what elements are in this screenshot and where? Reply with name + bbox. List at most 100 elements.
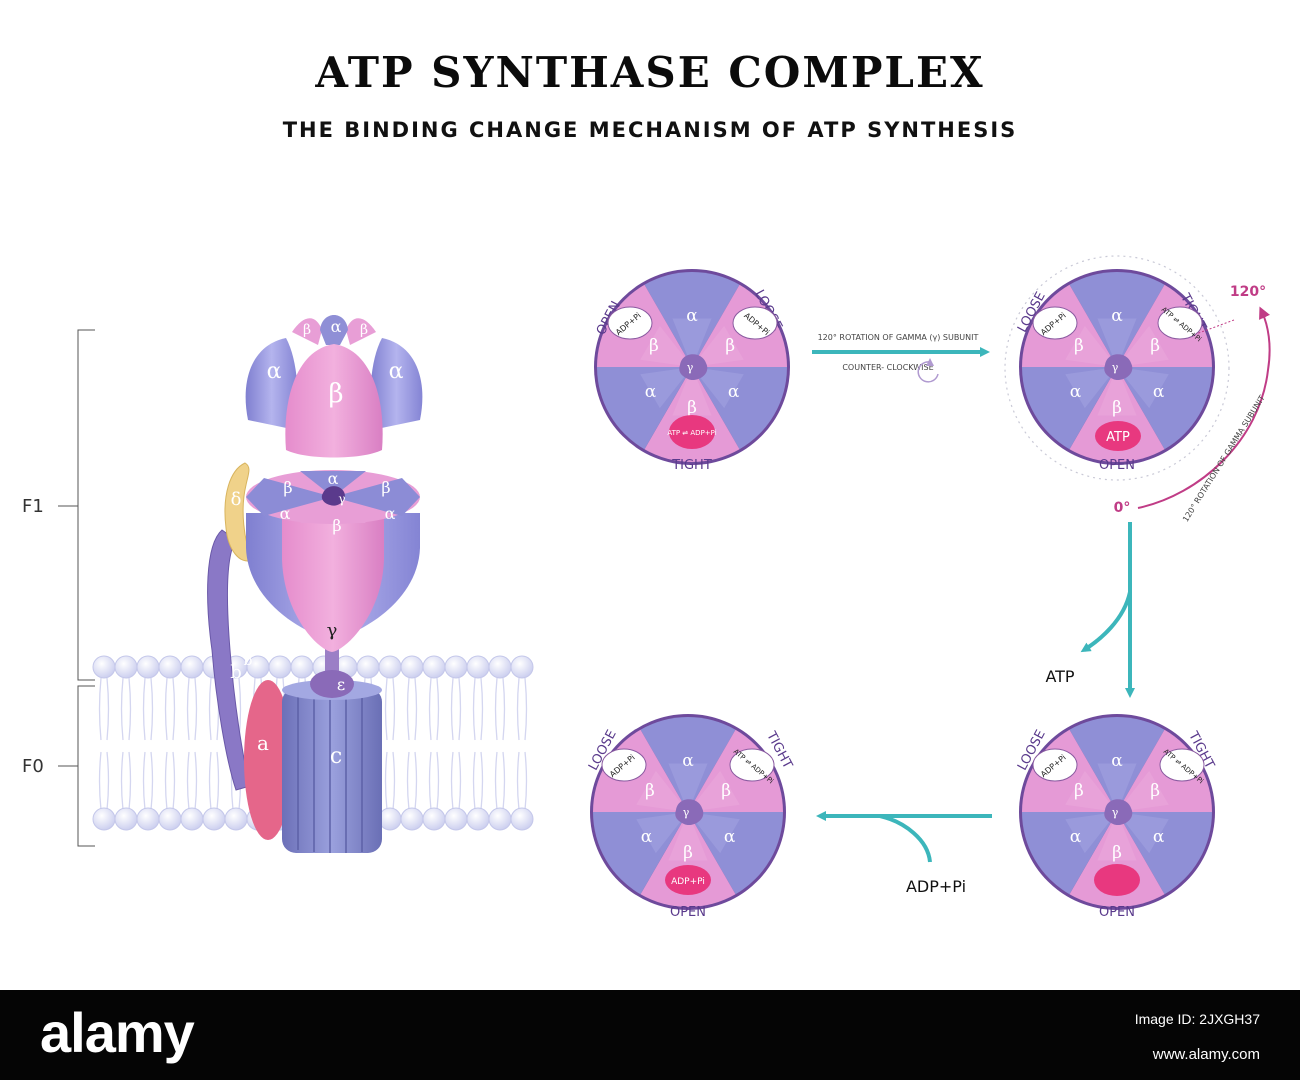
disc-alpha-left: α [280,504,291,523]
w3-open-oval [1094,864,1140,896]
lipid-head [510,807,534,831]
w2-open-content: ATP [1106,430,1130,445]
wheel-inner-sector [1065,367,1117,409]
subunit-b-stalk [207,529,251,791]
ccw-icon [917,361,939,383]
wheel-4-alpha-4: α [641,827,653,847]
lipid-tail [98,751,110,811]
wheel-4-beta-5: β [645,781,655,801]
lipid-tail [120,677,132,741]
lipid-tail [406,677,418,741]
label-delta: δ [231,489,242,510]
arrow-top-label-2: COUNTER- CLOCKWISE [842,363,933,372]
wheel-inner-sector [672,367,712,416]
w3-loose-oval [1032,748,1078,782]
wheel-gamma [679,354,708,381]
wheel-4-alpha-2: α [724,827,736,847]
wheel-inner-sector [1065,325,1117,367]
wheel-3-beta-1: β [1150,781,1160,801]
w4-loose-oval [601,748,647,782]
lipid-head [136,655,160,679]
brand-logo: alamy [40,1001,195,1064]
lipid-tail [186,677,198,741]
lipid-head [114,807,138,831]
wheel-inner-sector [640,367,692,409]
w2-tight-oval [1157,306,1203,340]
wheel-inner-sector [1065,770,1117,812]
lipid-head [400,655,424,679]
label-epsilon: ε [337,675,345,694]
wheel-inner-sector [1065,812,1117,854]
lipid-head [224,807,248,831]
w4-open-content: ADP+Pi [671,877,705,887]
w4-tight-oval [729,748,775,782]
lipid-head [268,655,292,679]
wheel-4-alpha-0: α [682,751,694,771]
lipid-head [488,807,512,831]
footer-bar [0,990,1300,1080]
wheel-3-beta-5: β [1074,781,1084,801]
wheel-inner-sector [1117,325,1169,367]
arrow-top-label: 120° ROTATION OF GAMMA (γ) SUBUNIT [818,333,979,342]
adp-entry-branch [879,814,932,863]
lipid-head [466,655,490,679]
w2-state-open: OPEN [1099,458,1135,473]
lipid-head [378,655,402,679]
wheel-inner-sector [672,318,712,367]
lipid-head [444,655,468,679]
lipid-tail [142,677,154,741]
wheel-1-beta-5: β [649,336,659,356]
dome-beta-top-right: β [360,322,368,338]
wheel-4-beta-1: β [721,781,731,801]
wheel-gamma [675,799,704,826]
wheel-4-gamma: γ [683,806,690,819]
lipid-head [444,807,468,831]
wheel-inner-sector [692,325,744,367]
wheel-1-alpha-4: α [645,382,657,402]
lipid-tail [208,751,220,811]
wheel-inner-sector [668,812,708,861]
label-gamma: γ [327,620,338,641]
wheel-2-alpha-0: α [1111,306,1123,326]
lipid-tail [516,751,528,811]
wheel-inner-sector [692,367,744,409]
f0-label: F0 [22,756,44,777]
disc-beta-bottom: β [332,516,341,535]
lipid-tail [494,751,506,811]
angle-start: 0° [1114,500,1131,516]
w3-tight-oval [1159,748,1205,782]
page-title: ATP SYNTHASE COMPLEX [315,48,985,97]
wheel-1-beta-1: β [725,336,735,356]
lipid-head [422,655,446,679]
lipid-tail [142,751,154,811]
wheel-inner-sector [1117,770,1169,812]
adp-entry-label: ADP+Pi [906,877,966,896]
lipid-head [400,807,424,831]
lipid-head [92,807,116,831]
lipid-tail [120,751,132,811]
lipid-head [180,655,204,679]
rotation-arc [1137,306,1271,509]
wheel-2-alpha-2: α [1153,382,1165,402]
w4-state-open: OPEN [670,905,706,920]
w1-tight-content: ATP ⇌ ADP+Pi [667,429,716,437]
lipid-head [158,807,182,831]
lipid-tail [98,677,110,741]
disc-gamma: γ [338,492,345,506]
lipid-head [488,655,512,679]
wheel-inner-sector [668,763,708,812]
f1-dome [245,315,423,458]
wheel-inner-sector [688,770,740,812]
lipid-tail [428,751,440,811]
lipid-head [422,807,446,831]
lipid-head [92,655,116,679]
wheel-2-beta-3: β [1112,398,1122,418]
wheel-3-alpha-4: α [1070,827,1082,847]
atp-release-branch [1080,591,1132,653]
lipid-head [202,807,226,831]
disc-beta-left: β [283,478,292,497]
wheel-2-beta-5: β [1074,336,1084,356]
lipid-head [114,655,138,679]
wheel-3-beta-3: β [1112,843,1122,863]
wheel-2-beta-1: β [1150,336,1160,356]
